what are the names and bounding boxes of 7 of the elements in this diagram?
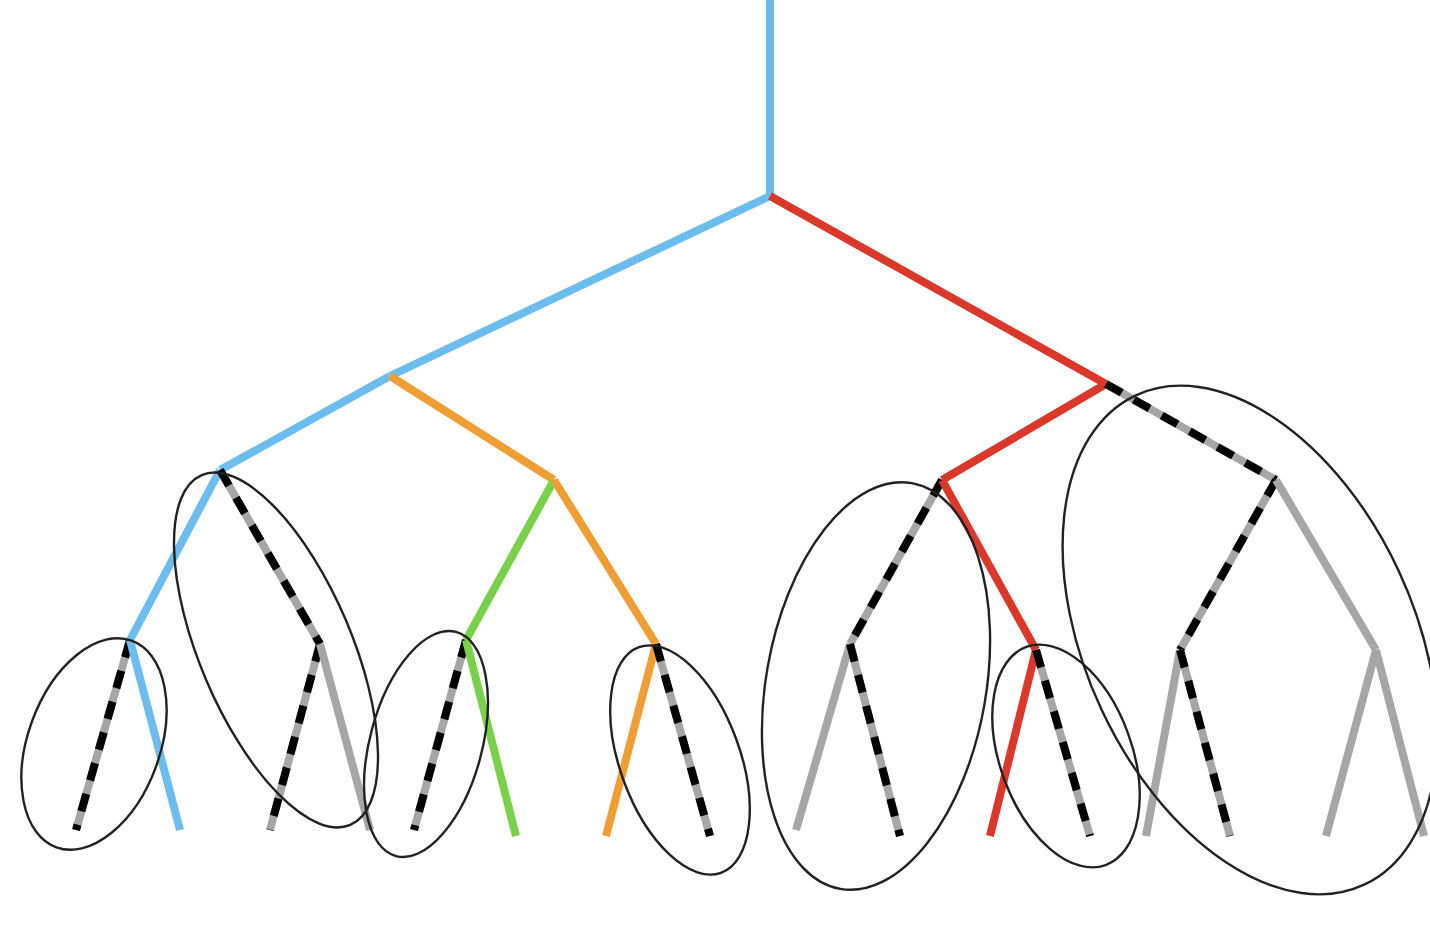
ellipse-outline bbox=[1061, 384, 1430, 896]
ellipse-outline bbox=[760, 481, 992, 891]
ellipse-outline bbox=[172, 471, 380, 829]
ellipse-outline bbox=[609, 644, 751, 876]
ellipse-outline bbox=[362, 629, 490, 859]
ellipse-outline bbox=[20, 637, 168, 851]
ellipse-outline bbox=[991, 643, 1141, 869]
